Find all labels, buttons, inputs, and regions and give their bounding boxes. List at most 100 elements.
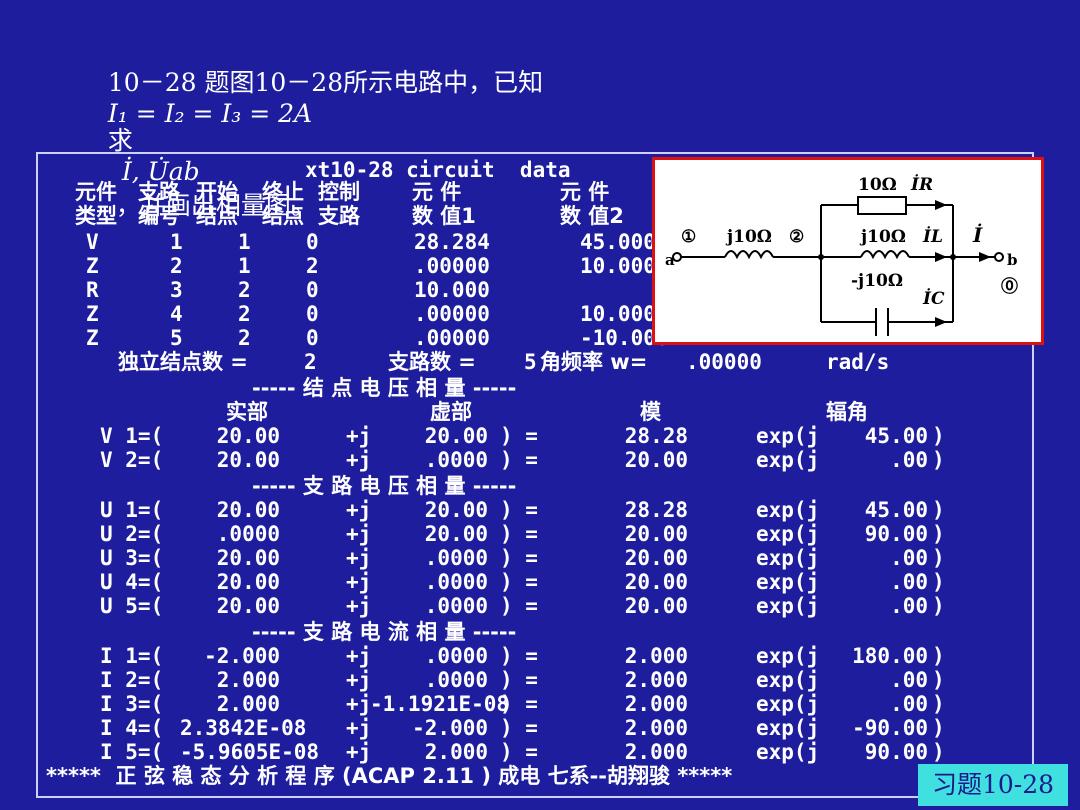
result-real: .0000 — [216, 522, 280, 546]
close-eq: ) = — [500, 644, 538, 668]
plus-j: +j — [346, 594, 372, 618]
section-branch-current: ----- 支 路 电 流 相 量 ----- — [252, 620, 517, 644]
exp-j: exp(j — [756, 424, 820, 448]
result-name: I 3=( — [100, 692, 164, 716]
output-line: ----- 支 路 电 压 相 量 ----- — [0, 474, 1080, 498]
exercise-badge: 习题10-28 — [918, 764, 1068, 806]
close-eq: ) = — [500, 448, 538, 472]
close-paren: ) — [932, 594, 945, 618]
close-paren: ) — [932, 498, 945, 522]
plus-j: +j — [346, 644, 372, 668]
result-mag: 20.00 — [624, 448, 688, 472]
result-imag: 20.00 — [424, 498, 488, 522]
col-header: 编号 — [138, 204, 180, 228]
result-imag: 2.000 — [424, 740, 488, 764]
result-mag: 28.28 — [624, 498, 688, 522]
result-imag: .0000 — [424, 668, 488, 692]
close-eq: ) = — [500, 716, 538, 740]
result-real: 2.3842E-08 — [180, 716, 307, 740]
element-type: V — [86, 230, 99, 254]
capacitor-label: -j10Ω — [851, 271, 903, 291]
result-imag: .0000 — [424, 570, 488, 594]
element-value1: 28.284 — [414, 230, 490, 254]
element-end: 2 — [306, 254, 319, 278]
result-imag: .0000 — [424, 448, 488, 472]
given-equation: I₁ = I₂ = I₃ = 2A — [107, 99, 313, 128]
result-real: -5.9605E-08 — [180, 740, 320, 764]
result-angle: .00 — [890, 692, 928, 716]
result-name: V 1=( — [100, 424, 164, 448]
element-start: 2 — [238, 326, 251, 350]
plus-j: +j — [346, 570, 372, 594]
close-paren: ) — [932, 716, 945, 740]
result-real: 20.00 — [216, 570, 280, 594]
element-value1: .00000 — [414, 302, 490, 326]
ic-label: İC — [922, 288, 945, 309]
header-angle: 辐角 — [826, 400, 868, 424]
element-start: 2 — [238, 278, 251, 302]
result-name: U 5=( — [100, 594, 164, 618]
freq-label: 角频率 w= — [540, 350, 648, 374]
problem-text: 10－28 题图10－28所示电路中，已知 — [107, 68, 544, 97]
result-name: U 1=( — [100, 498, 164, 522]
exp-j: exp(j — [756, 644, 820, 668]
result-name: I 2=( — [100, 668, 164, 692]
output-line: 实部虚部模辐角 — [0, 400, 1080, 424]
node0-label: ⓪ — [1001, 276, 1018, 297]
result-imag: .0000 — [424, 644, 488, 668]
result-real: 20.00 — [216, 448, 280, 472]
element-branch: 3 — [170, 278, 183, 302]
element-end: 0 — [306, 326, 319, 350]
close-paren: ) — [932, 740, 945, 764]
result-mag: 20.00 — [624, 522, 688, 546]
problem-statement-line1: 10－28 题图10－28所示电路中，已知 I₁ = I₂ = I₃ = 2A — [92, 34, 543, 128]
close-paren: ) — [932, 668, 945, 692]
result-real: 20.00 — [216, 594, 280, 618]
result-real: 20.00 — [216, 546, 280, 570]
element-value2: 10.000 — [580, 254, 656, 278]
element-start: 1 — [238, 230, 251, 254]
col-header: 结点 — [262, 204, 304, 228]
node2-label: ② — [789, 227, 804, 247]
resistor-label: 10Ω — [858, 175, 897, 195]
col-header: 元 件 — [560, 180, 610, 204]
result-angle: 45.00 — [864, 424, 928, 448]
col-header: 数 值2 — [560, 204, 624, 228]
result-angle: .00 — [890, 546, 928, 570]
close-paren: ) — [932, 570, 945, 594]
freq-unit: rad/s — [826, 350, 890, 374]
element-start: 2 — [238, 302, 251, 326]
inductor-label: j10Ω — [859, 227, 906, 247]
exp-j: exp(j — [756, 546, 820, 570]
result-imag: -2.000 — [412, 716, 488, 740]
plus-j: +j — [346, 692, 372, 716]
col-header: 终止 — [262, 180, 304, 204]
close-paren: ) — [932, 546, 945, 570]
col-header: 数 值1 — [412, 204, 476, 228]
plus-j: +j — [346, 424, 372, 448]
close-eq: ) = — [500, 692, 538, 716]
result-angle: 45.00 — [864, 498, 928, 522]
circuit-diagram: ① a j10Ω ② 10Ω İR j10Ω İL -j10Ω İC İ b ⓪ — [652, 157, 1044, 345]
freq-value: .00000 — [686, 350, 762, 374]
plus-j: +j — [346, 498, 372, 522]
col-header: 控制 — [318, 180, 360, 204]
header-mag: 模 — [640, 400, 661, 424]
exp-j: exp(j — [756, 498, 820, 522]
result-angle: .00 — [890, 570, 928, 594]
section-node-voltage: ----- 结 点 电 压 相 量 ----- — [252, 376, 517, 400]
result-imag: 20.00 — [424, 424, 488, 448]
result-mag: 2.000 — [624, 668, 688, 692]
result-angle: .00 — [890, 668, 928, 692]
